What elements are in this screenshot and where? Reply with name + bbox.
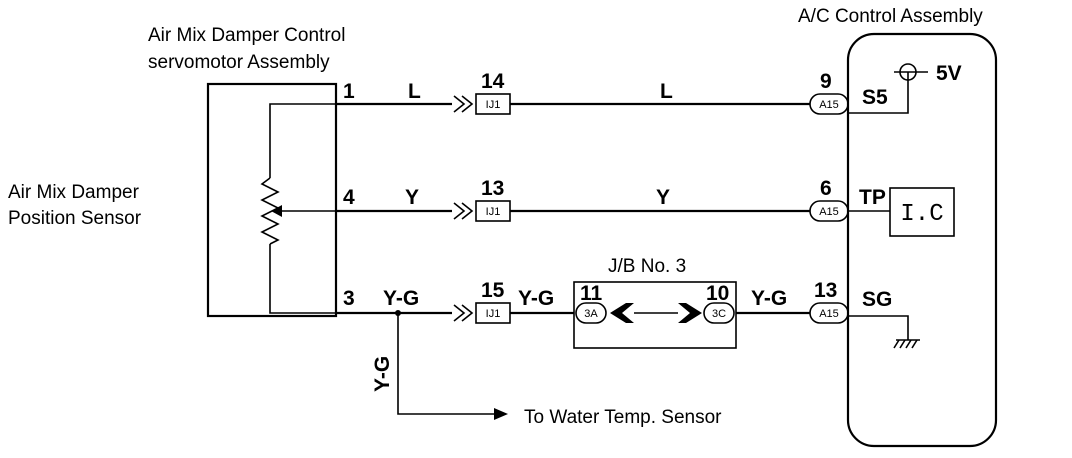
ground-icon <box>893 339 920 349</box>
sensor-title-line2: Position Sensor <box>8 208 142 229</box>
wire-color-row2-left: Y <box>405 186 419 209</box>
wire-color-branch: Y-G <box>371 356 394 392</box>
ac-control-box <box>846 32 998 448</box>
terminal-tp: TP <box>859 186 886 209</box>
jb-title: J/B No. 3 <box>608 256 686 277</box>
chevron-right-icon <box>461 304 474 322</box>
wire-branch <box>397 313 496 415</box>
terminal-s5: S5 <box>862 86 888 109</box>
jb-code-3a: 3A <box>584 308 598 320</box>
a15-pin-row2: 6 <box>820 177 832 200</box>
a15-code-row2: A15 <box>819 206 839 218</box>
wire-color-row1-right: L <box>660 80 673 103</box>
a15-pin-row3: 13 <box>814 279 837 302</box>
chevron-right-icon <box>461 202 474 220</box>
ij1-code-row2: IJ1 <box>486 206 501 218</box>
jb-code-3c: 3C <box>712 308 726 320</box>
ic-label: I.C <box>900 201 943 228</box>
chevron-right-icon <box>453 304 466 322</box>
to-water-temp-label: To Water Temp. Sensor <box>524 407 722 428</box>
servomotor-box <box>206 82 338 318</box>
ic-box <box>889 187 955 237</box>
sensor-bottom-lead <box>269 244 336 314</box>
voltage-label: 5V <box>936 62 962 85</box>
wire-color-row3-mid: Y-G <box>518 287 554 310</box>
chevron-left-icon <box>610 303 634 323</box>
sensor-resistor <box>260 177 280 245</box>
terminal-sg: SG <box>862 288 892 311</box>
chevron-right-icon <box>453 202 466 220</box>
servomotor-title-line2: servomotor Assembly <box>148 52 330 73</box>
ij1-pin-row3: 15 <box>481 279 505 302</box>
ij1-pin-row1: 14 <box>481 70 505 93</box>
jb-pin-10: 10 <box>706 282 729 305</box>
jb-box <box>573 281 737 349</box>
chevron-right-icon <box>678 303 702 323</box>
ij1-pin-row2: 13 <box>481 177 504 200</box>
jb-pin-11: 11 <box>580 282 603 305</box>
servo-pin-4: 4 <box>343 186 355 209</box>
servo-pin-3: 3 <box>343 287 355 310</box>
ac-control-title: A/C Control Assembly <box>798 6 983 27</box>
sg-lead <box>848 315 909 340</box>
wire-color-row3-left: Y-G <box>383 287 419 310</box>
chevron-right-icon <box>453 95 466 113</box>
servomotor-title-line1: Air Mix Damper Control <box>148 25 345 46</box>
wire-color-row1-left: L <box>408 80 421 103</box>
s5-lead <box>848 72 909 114</box>
sensor-title-line1: Air Mix Damper <box>8 182 140 203</box>
wiper-arrow-icon <box>271 205 282 217</box>
a15-code-row3: A15 <box>819 308 839 320</box>
ij1-code-row3: IJ1 <box>486 308 501 320</box>
jb-connector-3a <box>575 302 607 324</box>
jb-connector-3c <box>703 302 735 324</box>
servo-pin-1: 1 <box>343 80 355 103</box>
a15-pin-row1: 9 <box>820 70 832 93</box>
wire-color-row2-right: Y <box>656 186 670 209</box>
sensor-top-lead <box>269 103 336 178</box>
wire-color-row3-right: Y-G <box>751 287 787 310</box>
chevron-right-icon <box>461 95 474 113</box>
a15-code-row1: A15 <box>819 99 839 111</box>
arrow-right-icon <box>494 408 508 420</box>
ij1-code-row1: IJ1 <box>486 99 501 111</box>
